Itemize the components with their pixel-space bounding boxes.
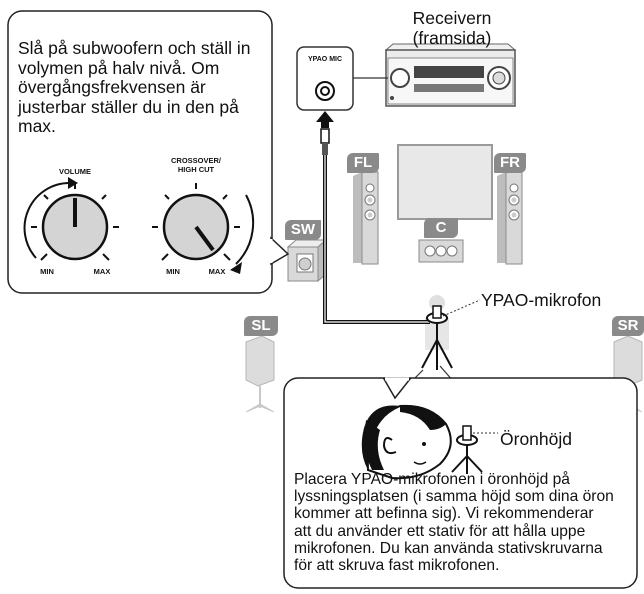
ypao-microphone xyxy=(421,305,453,370)
mic-cable xyxy=(320,128,430,324)
person-head xyxy=(361,404,452,480)
crossover-knob-title: CROSSOVER/ HIGH CUT xyxy=(160,156,232,174)
speaker-tag-fl: FL xyxy=(347,153,379,173)
receiver xyxy=(384,43,517,107)
receiver-label: Receivern (framsida) xyxy=(412,8,492,48)
volume-knob-title: VOLUME xyxy=(58,167,92,176)
subwoofer-instructions: Slå på subwoofern och ställ in volymen p… xyxy=(18,38,251,136)
crossover-title-line1: CROSSOVER/ xyxy=(170,156,221,165)
volume-max-label: MAX xyxy=(93,267,111,276)
microphone-instructions: Placera YPAO-mikrofonen i öronhöjd på ly… xyxy=(294,471,614,575)
ypao-mic-label: YPAO MIC xyxy=(307,56,343,63)
speaker-tag-c: C xyxy=(424,218,458,238)
speaker-tag-sr: SR xyxy=(612,316,644,336)
front-right-speaker xyxy=(497,171,523,265)
speaker-tag-fr: FR xyxy=(494,153,526,173)
crossover-max-label: MAX xyxy=(208,267,226,276)
crossover-min-label: MIN xyxy=(166,267,180,276)
plug-arrow xyxy=(316,111,334,128)
volume-knob xyxy=(23,177,119,261)
subwoofer xyxy=(286,238,328,283)
small-microphone xyxy=(451,425,498,474)
ear-height-label: Öronhöjd xyxy=(500,429,572,449)
center-speaker xyxy=(418,239,464,263)
surround-left-speaker xyxy=(245,335,275,413)
tv-screen xyxy=(397,144,493,220)
volume-min-label: MIN xyxy=(40,267,54,276)
crossover-title-line2: HIGH CUT xyxy=(177,165,215,174)
speaker-tag-sw: SW xyxy=(285,220,321,240)
crossover-knob xyxy=(152,183,255,274)
microphone-label: YPAO-mikrofon xyxy=(481,290,602,310)
speaker-tag-sl: SL xyxy=(244,316,278,336)
front-left-speaker xyxy=(353,171,379,265)
